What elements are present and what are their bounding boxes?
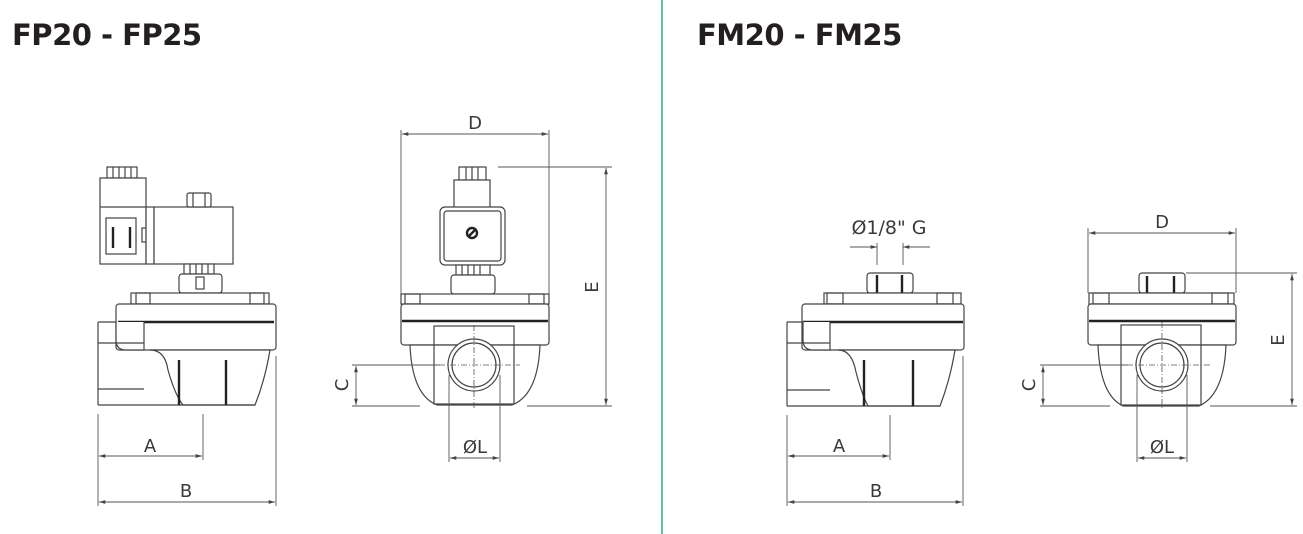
fm-dim-b-label: B	[870, 481, 882, 502]
fp-dim-c-label: C	[332, 379, 353, 392]
panel-divider	[661, 0, 663, 534]
fp-front-view-drawing	[352, 130, 612, 462]
fp-dim-d-label: D	[468, 113, 482, 134]
fp-dim-e-label: E	[582, 281, 603, 292]
fm-port-size-label: Ø1/8" G	[851, 217, 926, 239]
fm-front-view-drawing	[1040, 228, 1297, 462]
fm-dim-c-label: C	[1019, 379, 1040, 392]
fp-dim-b-label: B	[180, 481, 192, 502]
fp-dim-a-label: A	[144, 436, 157, 457]
fm-dim-a-label: A	[833, 436, 846, 457]
fm-dim-l-label: ØL	[1150, 437, 1174, 458]
fm-series-title: FM20 - FM25	[697, 18, 902, 52]
fm-dim-e-label: E	[1268, 334, 1289, 345]
fm-side-view-drawing	[786, 243, 965, 506]
fm-dim-d-label: D	[1155, 212, 1169, 233]
fp-dim-l-label: ØL	[463, 437, 487, 458]
fp-series-title: FP20 - FP25	[12, 18, 202, 52]
fp-side-view-drawing	[97, 166, 277, 506]
